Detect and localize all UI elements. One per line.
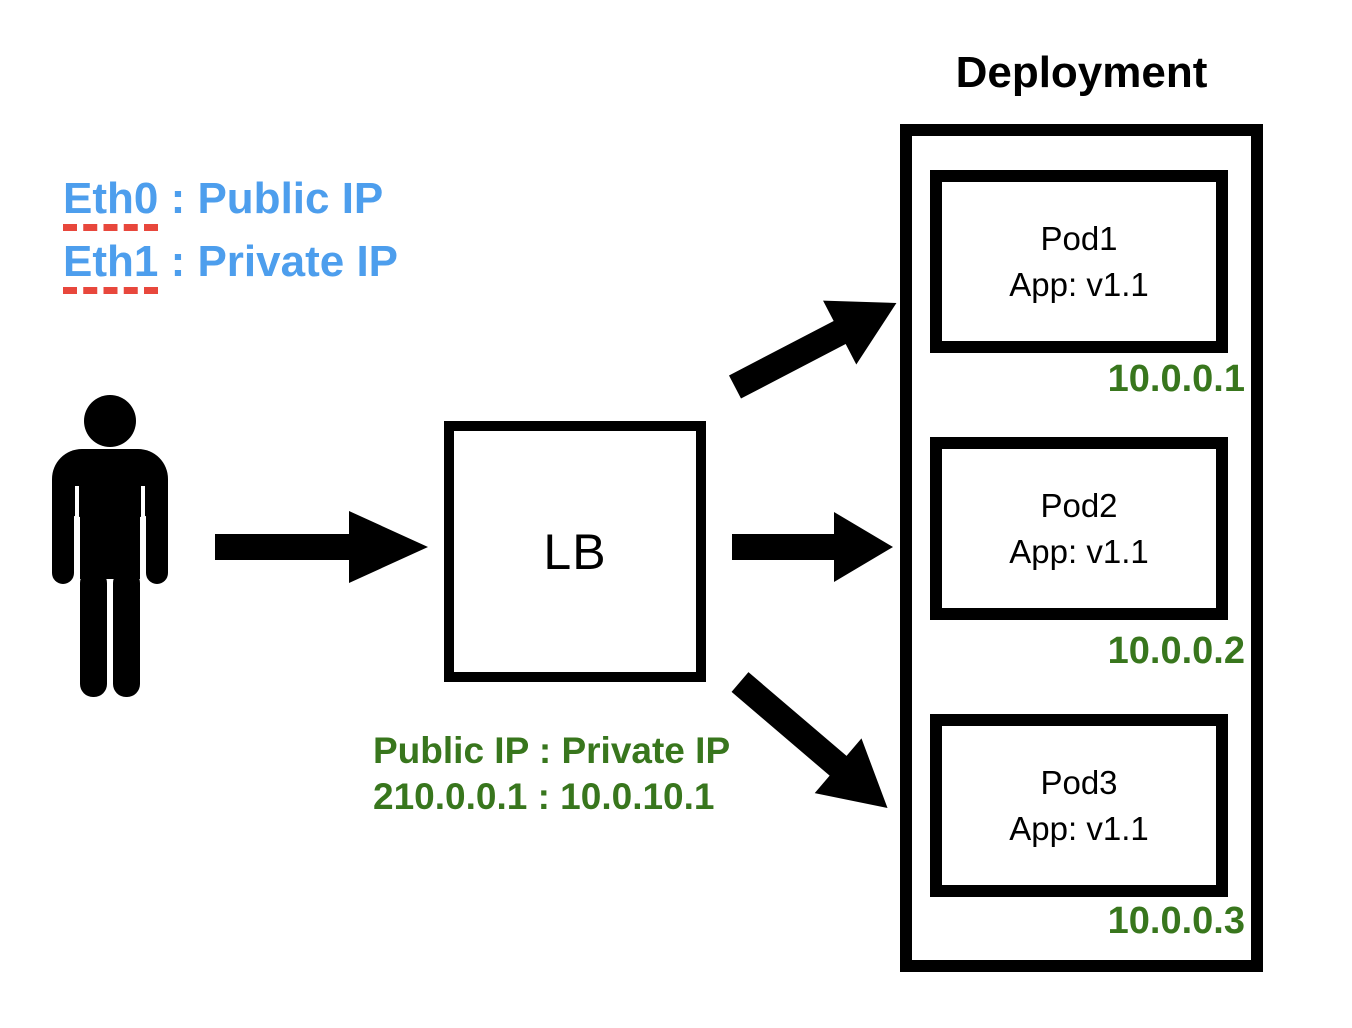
nat-line-2: 210.0.0.1 : 10.0.10.1 [373, 776, 715, 817]
eth1-line: Eth1 : Private IP [63, 231, 398, 294]
pod2-box: Pod2 App: v1.1 [930, 437, 1228, 620]
arrow-lb-to-pod2 [732, 512, 893, 582]
pod2-ip-label: 10.0.0.2 [1107, 630, 1245, 672]
eth0-line: Eth0 : Public IP [63, 168, 398, 231]
pod2-app-version: App: v1.1 [1009, 532, 1149, 570]
arrow-lb-to-pod3 [731, 672, 888, 808]
nat-annotation: Public IP : Private IP 210.0.0.1 : 10.0.… [373, 728, 730, 820]
arrow-lb-to-pod1 [728, 300, 897, 399]
pod1-box: Pod1 App: v1.1 [930, 170, 1228, 353]
eth0-term: Eth0 [63, 174, 159, 231]
eth1-rest: : Private IP [158, 237, 399, 286]
arrow-user-to-lb [215, 511, 428, 583]
pod3-box: Pod3 App: v1.1 [930, 714, 1228, 897]
pod3-app-version: App: v1.1 [1009, 809, 1149, 847]
pod3-ip-label: 10.0.0.3 [1107, 900, 1245, 942]
pod3-name: Pod3 [1040, 763, 1118, 801]
nat-line-1: Public IP : Private IP [373, 730, 731, 771]
eth-annotation: Eth0 : Public IP Eth1 : Private IP [63, 168, 398, 294]
person-icon [52, 395, 168, 697]
pod1-app-version: App: v1.1 [1009, 265, 1149, 303]
load-balancer-label: LB [543, 523, 607, 580]
deployment-title: Deployment [955, 48, 1208, 97]
pod2-name: Pod2 [1040, 486, 1118, 524]
pod1-ip-label: 10.0.0.1 [1107, 358, 1245, 400]
load-balancer-box: LB [444, 421, 706, 682]
eth0-rest: : Public IP [158, 174, 384, 223]
eth1-term: Eth1 [63, 237, 159, 294]
pod1-name: Pod1 [1040, 219, 1118, 257]
